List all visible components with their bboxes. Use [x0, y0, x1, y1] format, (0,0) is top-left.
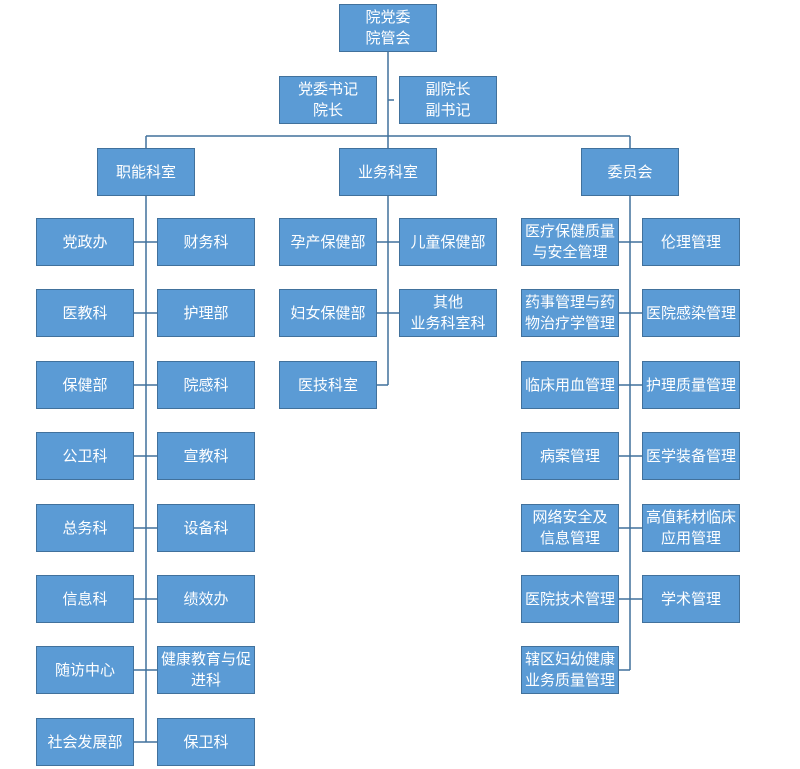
- committee-left-item[interactable]: 药事管理与药 物治疗学管理: [521, 289, 619, 337]
- party-secretary-label: 党委书记: [297, 80, 358, 98]
- committee-left-item[interactable]: 辖区妇幼健康 业务质量管理: [521, 646, 619, 694]
- vice-president-label: 副院长: [425, 80, 471, 98]
- functional-left-item[interactable]: 随访中心: [36, 646, 134, 694]
- management-committee-label: 院管会: [365, 29, 411, 47]
- functional-departments-label: 职能科室: [115, 162, 176, 181]
- committee-right-item[interactable]: 伦理管理: [642, 218, 740, 266]
- business-right-item[interactable]: 其他 业务科室科: [399, 289, 497, 337]
- functional-left-item[interactable]: 党政办: [36, 218, 134, 266]
- functional-right-item[interactable]: 设备科: [157, 504, 255, 552]
- functional-left-item[interactable]: 社会发展部: [36, 718, 134, 766]
- functional-left-item[interactable]: 医教科: [36, 289, 134, 337]
- functional-left-item[interactable]: 保健部: [36, 361, 134, 409]
- business-departments-box[interactable]: 业务科室: [339, 148, 437, 196]
- committee-right-item[interactable]: 高值耗材临床 应用管理: [642, 504, 740, 552]
- committee-left-item[interactable]: 医疗保健质量 与安全管理: [521, 218, 619, 266]
- deputy-secretary-label: 副书记: [425, 101, 471, 119]
- committee-left-item[interactable]: 病案管理: [521, 432, 619, 480]
- party-committee-label: 院党委: [365, 8, 411, 26]
- committee-left-item[interactable]: 网络安全及 信息管理: [521, 504, 619, 552]
- functional-right-item[interactable]: 健康教育与促 进科: [157, 646, 255, 694]
- functional-right-item[interactable]: 护理部: [157, 289, 255, 337]
- committees-label: 委员会: [607, 162, 653, 181]
- functional-right-item[interactable]: 宣教科: [157, 432, 255, 480]
- committee-right-item[interactable]: 医院感染管理: [642, 289, 740, 337]
- functional-right-item[interactable]: 财务科: [157, 218, 255, 266]
- functional-left-item[interactable]: 公卫科: [36, 432, 134, 480]
- functional-left-item[interactable]: 总务科: [36, 504, 134, 552]
- functional-departments-box[interactable]: 职能科室: [97, 148, 195, 196]
- president-label: 院长: [312, 101, 343, 119]
- functional-right-item[interactable]: 保卫科: [157, 718, 255, 766]
- business-departments-label: 业务科室: [357, 162, 418, 181]
- committees-box[interactable]: 委员会: [581, 148, 679, 196]
- business-left-item[interactable]: 妇女保健部: [279, 289, 377, 337]
- functional-left-item[interactable]: 信息科: [36, 575, 134, 623]
- functional-right-item[interactable]: 院感科: [157, 361, 255, 409]
- party-committee-box[interactable]: 院党委 院管会: [339, 4, 437, 52]
- committee-left-item[interactable]: 临床用血管理: [521, 361, 619, 409]
- committee-right-item[interactable]: 护理质量管理: [642, 361, 740, 409]
- business-left-item[interactable]: 孕产保健部: [279, 218, 377, 266]
- committee-right-item[interactable]: 学术管理: [642, 575, 740, 623]
- committee-left-item[interactable]: 医院技术管理: [521, 575, 619, 623]
- vice-president-box[interactable]: 副院长 副书记: [399, 76, 497, 124]
- party-secretary-president-box[interactable]: 党委书记 院长: [279, 76, 377, 124]
- committee-right-item[interactable]: 医学装备管理: [642, 432, 740, 480]
- functional-right-item[interactable]: 绩效办: [157, 575, 255, 623]
- business-left-item[interactable]: 医技科室: [279, 361, 377, 409]
- business-right-item[interactable]: 儿童保健部: [399, 218, 497, 266]
